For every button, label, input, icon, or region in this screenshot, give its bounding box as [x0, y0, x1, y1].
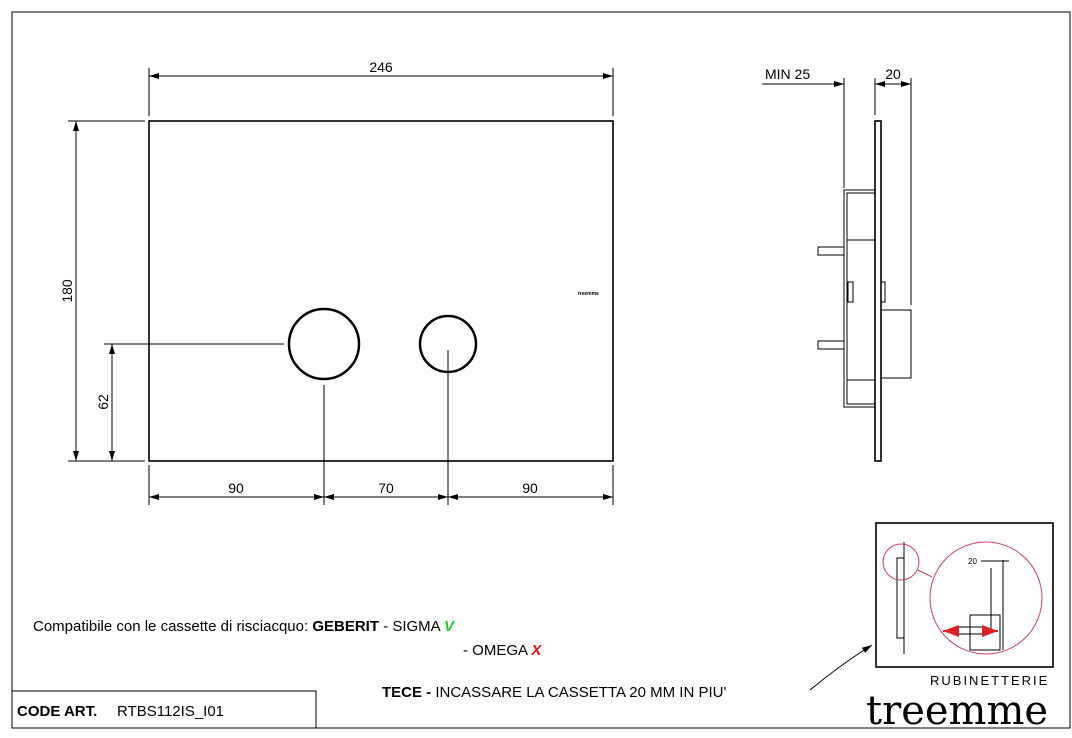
- dim-height: 180: [59, 279, 75, 303]
- brand-subtitle: RUBINETTERIE: [930, 673, 1049, 688]
- omega-text: - OMEGA X: [463, 642, 542, 659]
- dim-button-height: 62: [95, 394, 111, 410]
- code-box: [11, 690, 317, 729]
- code-label: CODE ART.: [17, 703, 97, 720]
- dim-protrusion: 20: [885, 66, 901, 82]
- brand-logo: treemme: [866, 688, 1048, 734]
- front-view: treemme 246 180 62 90 70 90: [59, 59, 614, 505]
- leader-arrow: [809, 644, 873, 691]
- dim-left: 90: [228, 480, 244, 496]
- detail-dim: 20: [968, 557, 977, 566]
- tece-note: TECE - INCASSARE LA CASSETTA 20 MM IN PI…: [382, 684, 726, 701]
- code-value: RTBS112IS_I01: [117, 703, 224, 720]
- plate-logo: treemme: [578, 291, 599, 297]
- sheet-border: [11, 11, 1071, 729]
- dim-width: 246: [369, 59, 393, 75]
- tece-detail-inset: 20: [809, 522, 1054, 691]
- large-flush-button: [287, 307, 361, 381]
- compatibility-text: Compatibile con le cassette di risciacqu…: [33, 618, 456, 635]
- side-view: MIN 25 20: [762, 66, 912, 462]
- dim-spacing: 70: [378, 480, 394, 496]
- sigma-check-mark: V: [444, 618, 456, 635]
- omega-x-mark: X: [530, 642, 542, 659]
- dim-min-depth: MIN 25: [765, 66, 810, 82]
- dim-right: 90: [522, 480, 538, 496]
- flush-plate-outline: [148, 120, 614, 462]
